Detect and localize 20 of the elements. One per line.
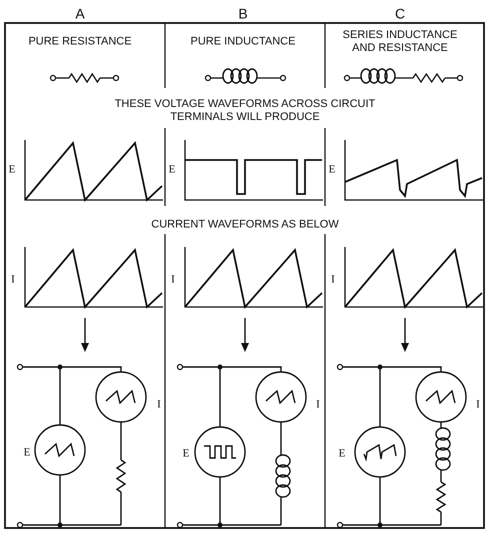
axis-label: E	[8, 164, 16, 176]
axis-label: I	[331, 274, 335, 286]
panel-title: SERIES INDUCTANCE AND RESISTANCE	[342, 29, 458, 55]
meter-label: I	[476, 398, 480, 412]
axis-label: E	[168, 164, 176, 176]
meter-label: E	[338, 448, 346, 460]
column-heading: A	[75, 8, 85, 20]
caption-text: THESE VOLTAGE WAVEFORMS ACROSS CIRCUIT TERMINALS WILL PRODUCE	[114, 98, 376, 124]
axis-label: I	[11, 274, 15, 286]
meter-label: E	[182, 448, 190, 460]
panel-title: PURE INDUCTANCE	[190, 36, 296, 48]
meter-label: I	[157, 398, 161, 412]
axis-label: I	[171, 274, 175, 286]
column-heading: B	[238, 8, 248, 20]
meter-label: I	[316, 398, 320, 412]
meter-label: E	[24, 446, 30, 460]
caption-text: CURRENT WAVEFORMS AS BELOW	[150, 218, 340, 232]
panel-title: PURE RESISTANCE	[27, 36, 133, 48]
column-heading: C	[394, 8, 406, 20]
axis-label: E	[328, 164, 336, 176]
